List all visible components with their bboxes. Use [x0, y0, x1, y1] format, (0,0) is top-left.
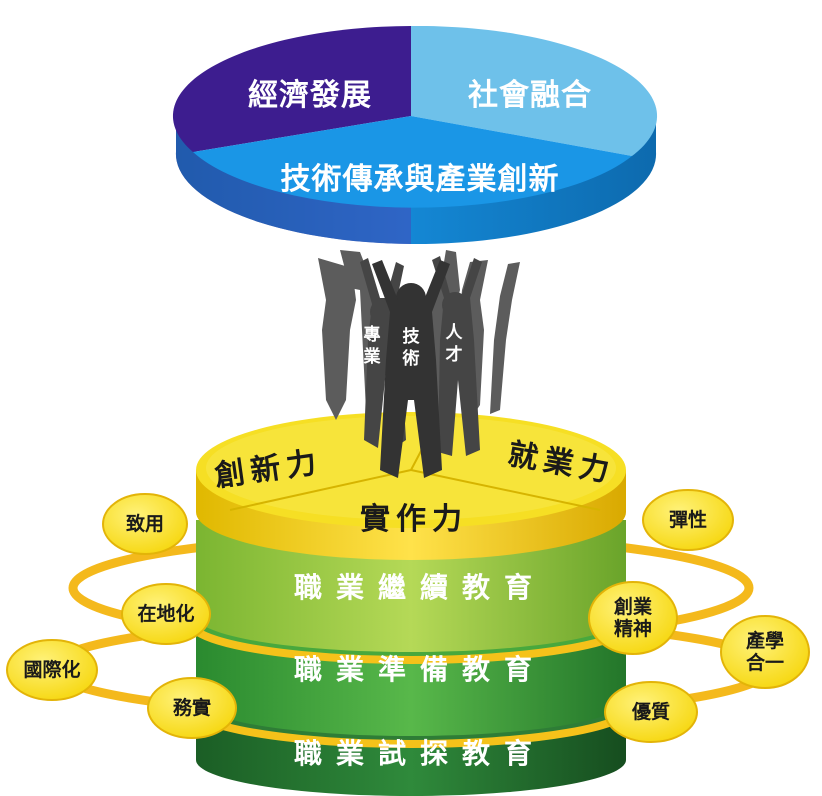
bubble-label-industry-academia: 產學合一 [745, 630, 784, 674]
people-label-technical: 技術 [402, 327, 420, 369]
bubble-label-internationalization: 國際化 [23, 659, 81, 681]
bubble-label-pragmatic: 務實 [172, 697, 212, 719]
bubble-entrepreneurship [588, 581, 678, 655]
pie-label-social: 社會融合 [468, 78, 592, 113]
pie-label-tech: 技術傳承與產業創新 [280, 162, 560, 197]
pie-label-economic: 經濟發展 [248, 78, 372, 113]
bubble-label-excellence: 優質 [631, 701, 671, 723]
tier-label-continuing: 職業繼續教育 [293, 571, 547, 604]
people-label-talent: 人才 [445, 323, 463, 365]
tier-label-exploratory: 職業試探教育 [293, 737, 547, 770]
bubble-pragmatic [147, 677, 237, 739]
bubble-label-application: 致用 [125, 513, 165, 535]
platform-label-practical: 實作力 [360, 502, 468, 537]
bubble-label-entrepreneurship: 創業精神 [613, 596, 652, 640]
bubble-localization [121, 583, 211, 645]
people-label-professional: 專業 [363, 325, 381, 367]
pie-slice-economic [172, 26, 411, 152]
pie-slice-tech [193, 116, 632, 208]
bubble-excellence [604, 681, 698, 743]
platform [196, 412, 626, 560]
bubble-flexibility [642, 489, 734, 551]
bubble-application [102, 493, 188, 555]
top-pie [172, 25, 658, 245]
pie-slice-social [411, 25, 658, 157]
tier-label-preparatory: 職業準備教育 [293, 653, 547, 686]
bubbles [6, 489, 810, 743]
bubble-industry-academia [720, 615, 810, 689]
bubble-internationalization [6, 639, 98, 701]
bubble-label-flexibility: 彈性 [668, 509, 708, 531]
bubble-label-localization: 在地化 [137, 603, 195, 625]
people-silhouettes [318, 250, 520, 478]
